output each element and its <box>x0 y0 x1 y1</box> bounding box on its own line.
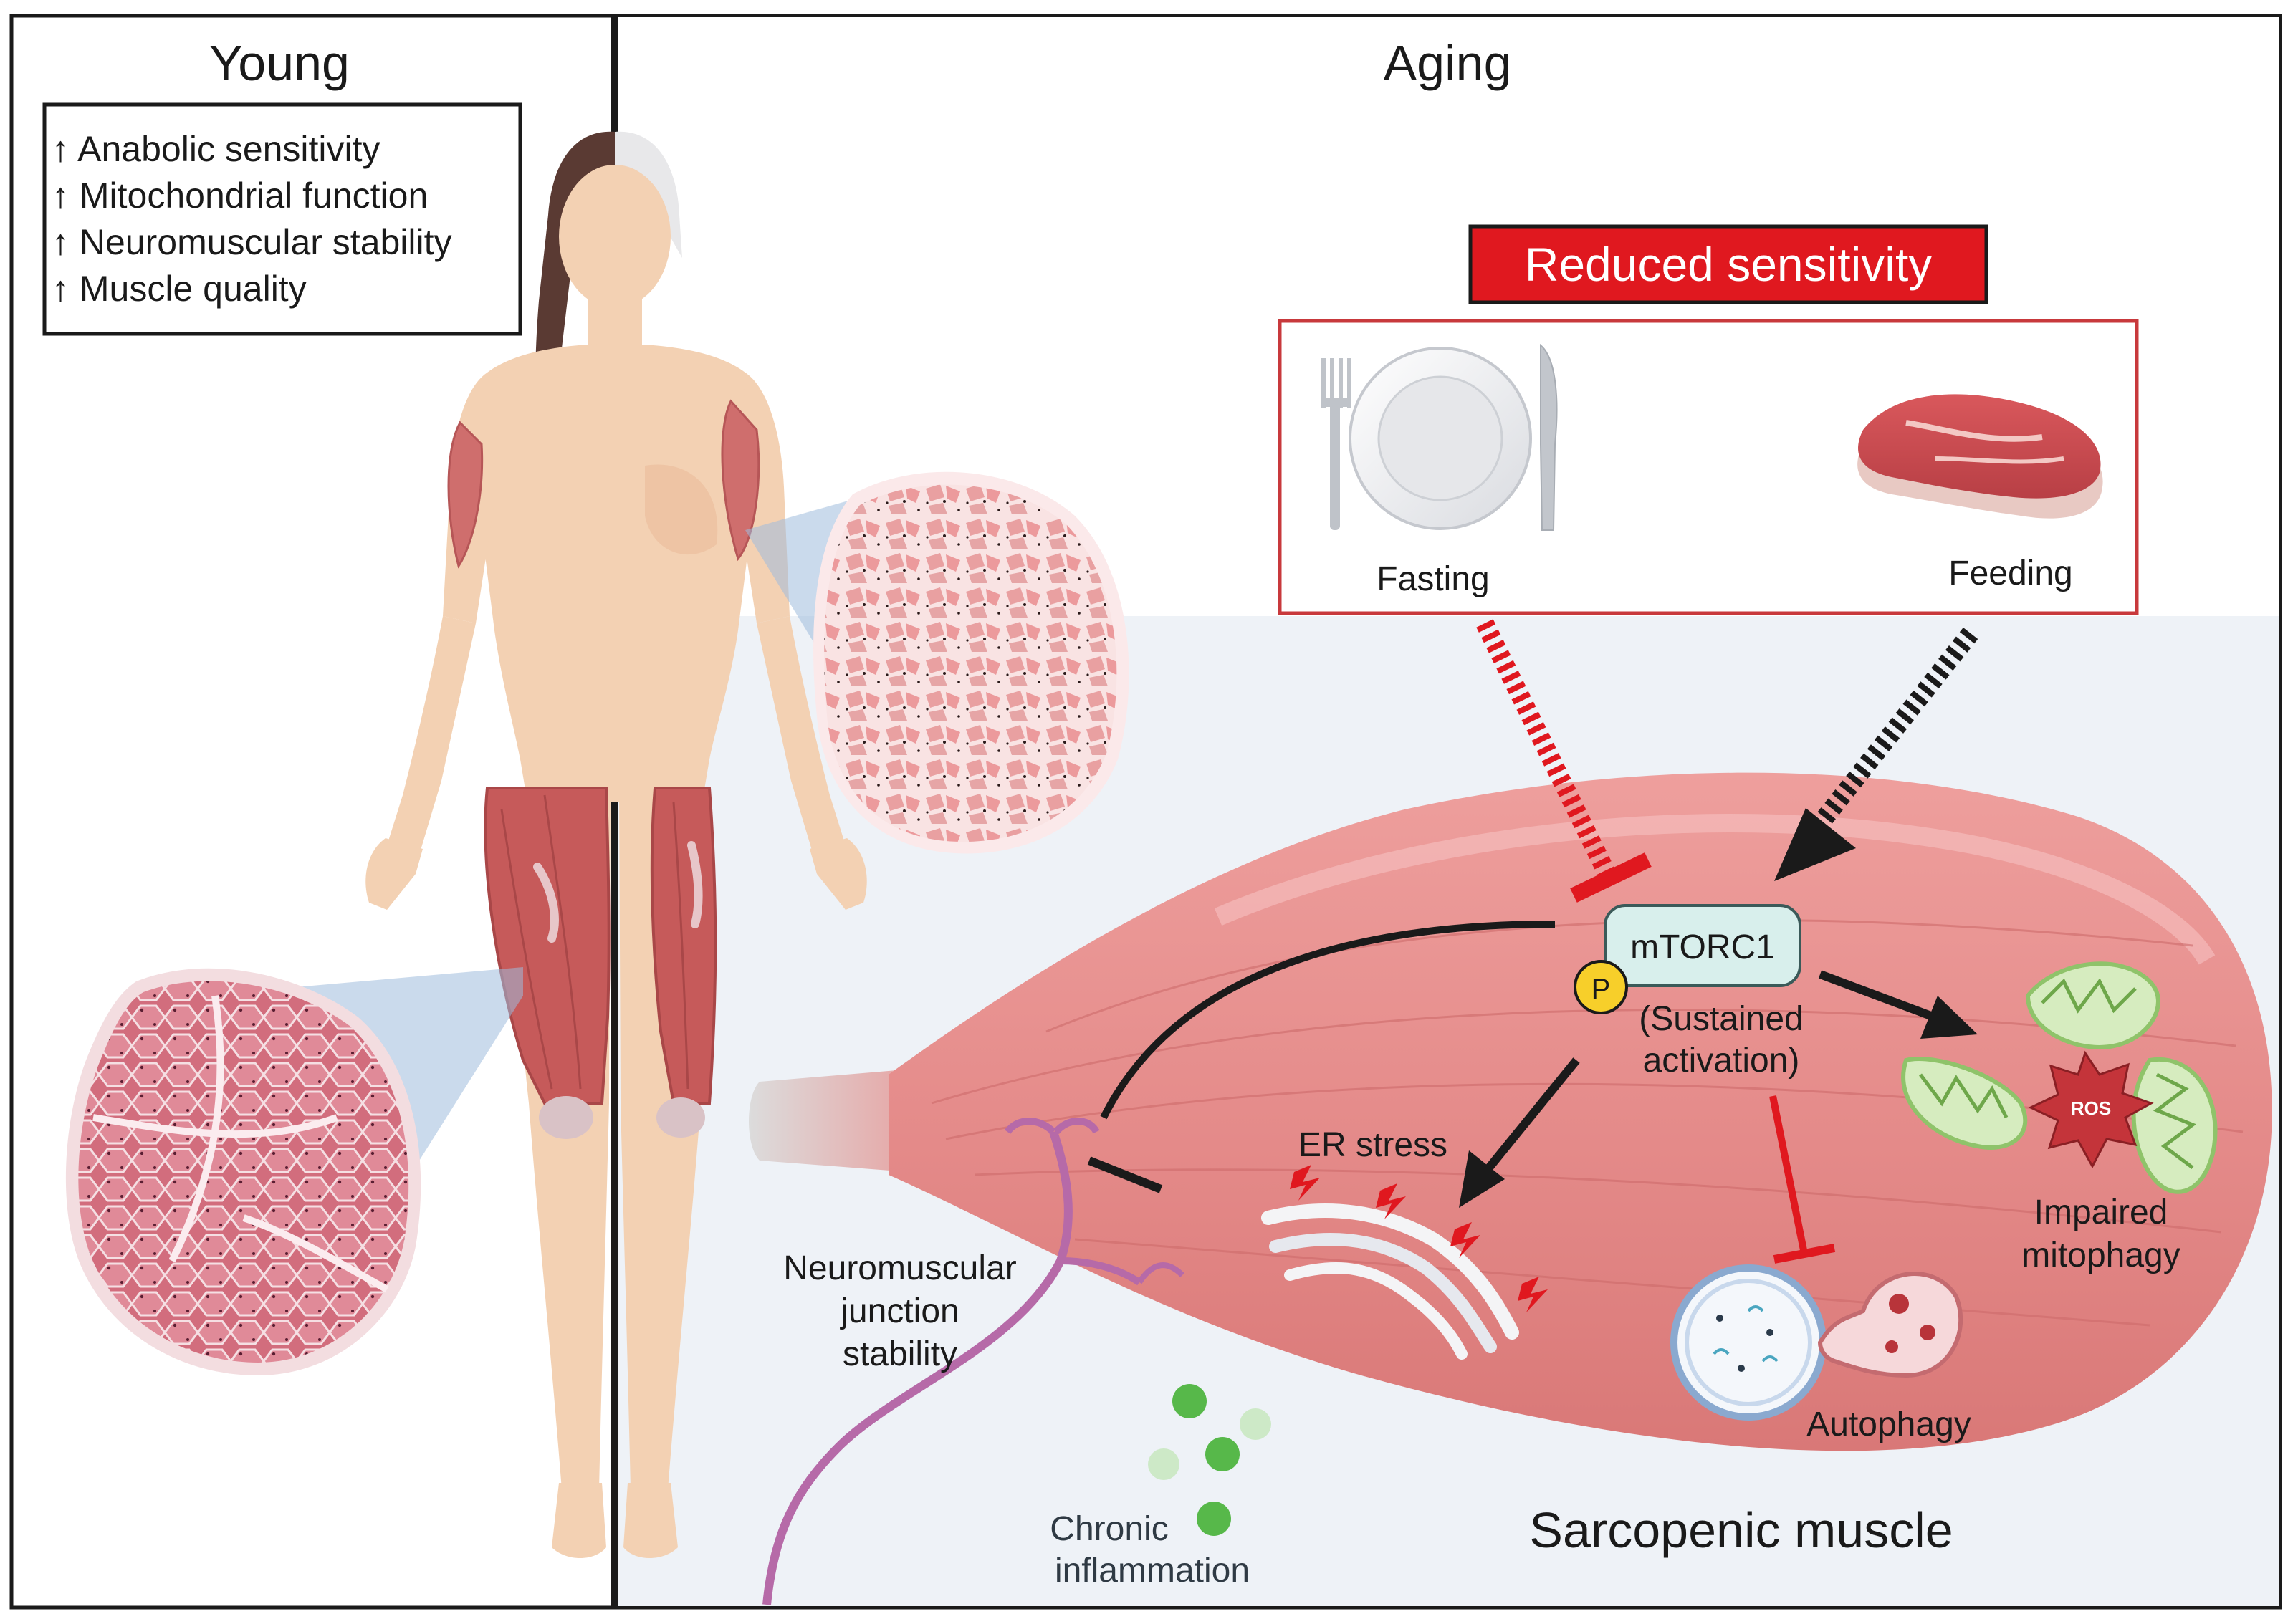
fasting-inhibition-line <box>1476 619 1615 877</box>
aging-hand <box>810 838 867 910</box>
young-property-1: ↑ Anabolic sensitivity <box>52 129 380 169</box>
inflammation-cell-3 <box>1148 1448 1179 1480</box>
aging-breast <box>645 464 718 555</box>
head <box>559 165 671 308</box>
aging-knee-highlight <box>687 841 703 928</box>
endoplasmic-reticulum-icon <box>1261 1203 1519 1360</box>
aging-knee <box>656 1097 705 1138</box>
autophagy-label: Autophagy <box>1806 1406 1971 1443</box>
nmj-label-3: stability <box>843 1335 957 1373</box>
mitophagy-label-2: mitophagy <box>2021 1236 2180 1274</box>
nmj-label-2: junction <box>839 1292 959 1330</box>
autophagosome-icon <box>1670 1264 1827 1421</box>
feeding-label: Feeding <box>1948 554 2072 592</box>
knife-icon <box>1540 343 1558 531</box>
stress-bolt-1 <box>1290 1165 1320 1201</box>
ros-label: ROS <box>2071 1097 2111 1119</box>
aging-forearm <box>757 616 846 852</box>
fasting-inhibition-bar <box>1570 852 1652 903</box>
aged-muscle-cross-section <box>813 471 1129 854</box>
muscle-striation-5 <box>1045 918 2193 1033</box>
young-hand <box>365 838 423 910</box>
aging-title: Aging <box>1383 35 1511 91</box>
young-knee <box>539 1096 593 1139</box>
human-figure <box>365 131 867 1558</box>
young-property-4: ↑ Muscle quality <box>52 269 307 309</box>
phospho-label: P <box>1591 974 1611 1005</box>
young-thigh-muscle <box>484 787 611 1105</box>
nerve-icon <box>762 1118 1184 1605</box>
plate-inner <box>1377 375 1503 501</box>
young-title: Young <box>209 35 350 91</box>
young-thigh-striation-1 <box>500 809 553 1090</box>
steak-icon <box>1857 394 2103 519</box>
mitochondrion-3 <box>2131 1057 2218 1194</box>
nmj-label-1: Neuromuscular <box>783 1249 1016 1287</box>
mitochondrion-1 <box>2025 961 2160 1049</box>
young-property-3: ↑ Neuromuscular stability <box>52 222 452 262</box>
mtorc1-node: mTORC1 P (Sustained activation) <box>1574 904 1804 1080</box>
mtorc1-to-autophagy-inhibit <box>1769 1095 1808 1254</box>
mtorc1-to-mito-arrow <box>1818 970 1937 1022</box>
mtorc1-to-nmj-inhibit <box>1100 921 1556 1120</box>
fasting-label: Fasting <box>1377 560 1489 598</box>
reduced-sensitivity-banner: Reduced sensitivity <box>1468 224 1988 304</box>
mtorc1-to-er-arrow <box>1480 1057 1580 1178</box>
young-forearm <box>387 616 476 852</box>
aging-biceps <box>721 399 760 562</box>
stress-bolt-2 <box>1376 1183 1406 1219</box>
inflammation-cell-5 <box>1197 1502 1231 1536</box>
inflammation-label-2: inflammation <box>1055 1552 1250 1590</box>
mitophagy-label-1: Impaired <box>2034 1193 2168 1231</box>
reduced-sensitivity-label: Reduced sensitivity <box>1525 238 1933 291</box>
figure-frame <box>9 14 2282 1610</box>
aging-foot <box>623 1483 678 1558</box>
stress-bolt-4 <box>1518 1277 1548 1312</box>
inflammation-cell-4 <box>1205 1437 1240 1471</box>
mito-arrow-head <box>1920 996 1978 1039</box>
neck <box>588 287 642 351</box>
sarcopenic-muscle-label: Sarcopenic muscle <box>1529 1502 1953 1558</box>
mtorc1-sub-label-2: activation) <box>1643 1042 1800 1080</box>
lysosome-icon <box>1817 1272 1963 1378</box>
autophagy-inhibit-bar <box>1773 1244 1836 1264</box>
nutrition-box: Fasting Feeding <box>1278 319 2139 615</box>
young-biceps <box>447 421 484 569</box>
young-knee-highlight <box>533 863 559 943</box>
phospho-icon <box>1574 960 1628 1014</box>
fork-icon <box>1321 358 1351 530</box>
er-stress-label: ER stress <box>1298 1126 1447 1164</box>
mtorc1-sub-label-1: (Sustained <box>1639 1000 1803 1038</box>
nmj-inhibit-bar <box>1087 1156 1163 1193</box>
stress-bolt-3 <box>1450 1222 1480 1258</box>
torso <box>476 344 757 802</box>
young-properties-box: ↑ Anabolic sensitivity ↑ Mitochondrial f… <box>42 102 522 336</box>
young-foot <box>552 1483 606 1558</box>
muscle-striation-1 <box>931 1009 2236 1105</box>
inflammation-cell-2 <box>1240 1408 1271 1440</box>
young-thigh-striation-2 <box>543 794 582 1090</box>
mitochondrion-2 <box>1901 1057 2028 1150</box>
aging-thigh-striation <box>672 802 689 1090</box>
inflammation-label-1: Chronic <box>1050 1510 1168 1548</box>
young-property-2: ↑ Mitochondrial function <box>52 176 428 216</box>
inflammation-cell-1 <box>1172 1384 1207 1418</box>
mtorc1-label: mTORC1 <box>1630 928 1775 966</box>
feeding-activation-head <box>1774 808 1856 881</box>
er-arrow-head <box>1459 1150 1505 1208</box>
ros-burst-icon <box>2028 1050 2154 1169</box>
young-muscle-cross-section <box>65 968 421 1375</box>
